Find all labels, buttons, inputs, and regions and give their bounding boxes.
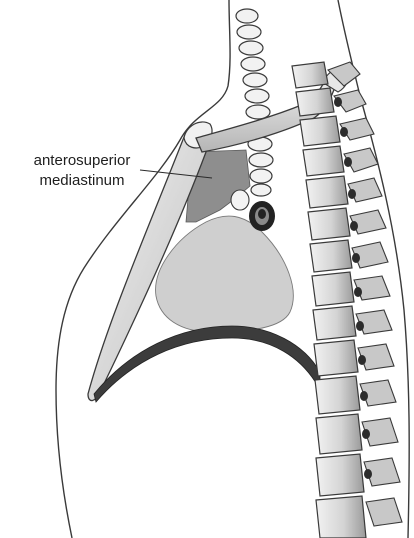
diaphragm <box>94 326 320 402</box>
region-label-line2: mediastinum <box>8 171 156 190</box>
heart-region <box>156 216 294 332</box>
vessel-cross-section <box>231 190 249 210</box>
region-label-line1: anterosuperior <box>8 151 156 170</box>
bronchus-cross-section <box>249 201 275 231</box>
